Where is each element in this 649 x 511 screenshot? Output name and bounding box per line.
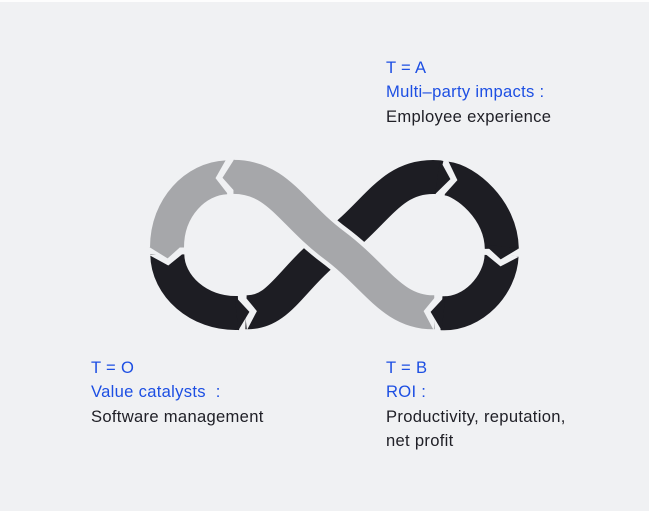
label-software-management: Software management: [91, 406, 264, 426]
label-roi-description: Productivity, reputation, net profit: [386, 406, 566, 450]
black-arrowhead-right-middle: [484, 244, 520, 260]
black-arrow-bottom-left-arc: [150, 252, 240, 330]
arrowheads: [149, 159, 520, 331]
arrow-tail-notches: [149, 159, 520, 331]
annotation-top-right: T = A Multi–party impacts : Employee exp…: [386, 56, 551, 129]
label-t-equals-a: T = A: [386, 58, 427, 77]
gray-arrow-top-left-arc: [150, 160, 229, 249]
label-multi-party-impacts: Multi–party impacts :: [386, 82, 545, 102]
black-arrow-cross-segment: [245, 159, 444, 330]
annotation-bottom-right: T = B ROI : Productivity, reputation, ne…: [386, 356, 646, 453]
black-arrow-top-right-arc: [442, 161, 519, 251]
gray-arrowhead-top-left: [222, 159, 237, 194]
label-employee-experience: Employee experience: [386, 106, 552, 126]
label-t-equals-o: T = O: [91, 358, 135, 377]
gray-arrowhead-left-middle: [149, 243, 184, 259]
gray-arrow-cross-segment: [232, 159, 436, 330]
top-edge-highlight: [0, 0, 649, 2]
black-arrowhead-top-right: [435, 160, 451, 195]
annotation-bottom-left: T = O Value catalysts : Software managem…: [91, 356, 264, 429]
label-roi: ROI :: [386, 382, 427, 402]
label-value-catalysts: Value catalysts :: [91, 382, 221, 402]
black-arrow-bottom-right-arc: [440, 253, 519, 331]
black-arrowhead-bottom-right: [430, 296, 446, 331]
label-t-equals-b: T = B: [386, 358, 428, 377]
black-arrowhead-bottom-left: [234, 296, 250, 331]
